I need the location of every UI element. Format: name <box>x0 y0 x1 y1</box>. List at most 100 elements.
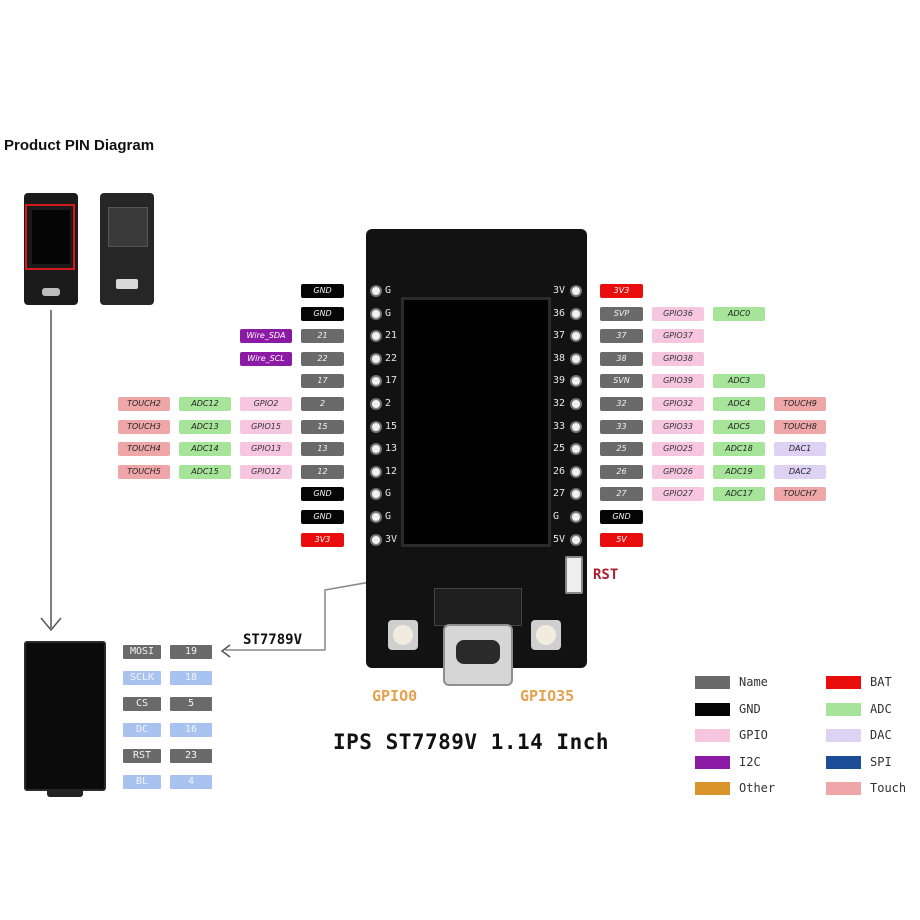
gpio0-button-cap <box>393 625 413 645</box>
legend-swatch-gnd <box>695 702 730 716</box>
thumbnail-screen <box>32 210 70 264</box>
pin-tag-name: 15 <box>301 419 344 434</box>
pin-tag-gpio: GPIO26 <box>652 464 704 479</box>
right-pin-silk: 5V <box>553 533 566 545</box>
pin-tag-name: 27 <box>600 487 643 502</box>
lcd-module-flex-tab <box>47 789 83 797</box>
gpio35-button[interactable] <box>531 620 561 650</box>
lcd-signal-label: SCLK <box>123 671 161 685</box>
usb-c-opening <box>456 640 500 664</box>
pin-tag-name: SVN <box>600 374 643 389</box>
st7789v-label: ST7789V <box>243 632 303 648</box>
right-pin-silk: 38 <box>553 352 566 364</box>
lcd-signal-label: DC <box>123 723 161 737</box>
pin-tag-gpio: GPIO36 <box>652 306 704 321</box>
left-pin-silk: 13 <box>385 443 398 455</box>
pin-tag-touch: TOUCH3 <box>118 419 170 434</box>
lcd-pin-number: 5 <box>170 697 212 711</box>
left-pin-silk: 15 <box>385 420 398 432</box>
pin-tag-gnd: GND <box>301 284 344 298</box>
pin-tag-touch: TOUCH7 <box>774 487 826 502</box>
legend-label-gpio: GPIO <box>739 728 768 742</box>
legend-label-other: Other <box>739 781 776 795</box>
right-pin-hole <box>570 511 582 523</box>
lcd-pin-number: 18 <box>170 671 212 685</box>
left-pin-hole <box>370 307 382 320</box>
legend-label-spi: SPI <box>870 754 892 769</box>
right-pin-hole <box>570 488 582 501</box>
pin-tag-adc: ADC17 <box>713 487 765 502</box>
left-pin-silk: 2 <box>385 398 392 409</box>
legend-swatch-other <box>695 782 730 795</box>
highlight-frame <box>25 204 75 270</box>
lcd-signal-label: BL <box>123 775 161 789</box>
pin-tag-touch: TOUCH5 <box>118 464 170 479</box>
pin-tag-adc: ADC18 <box>713 442 765 457</box>
pin-tag-name: 38 <box>600 351 643 366</box>
board-lcd-screen <box>401 297 551 547</box>
pin-tag-name: 12 <box>301 464 344 479</box>
pin-tag-dac: DAC1 <box>774 442 826 457</box>
board-front-thumbnail <box>24 193 78 305</box>
pin-tag-gpio: GPIO25 <box>652 442 704 457</box>
pin-tag-name: 13 <box>301 442 344 457</box>
gpio0-button[interactable] <box>388 620 418 650</box>
lcd-signal-label: CS <box>123 697 161 711</box>
pin-tag-adc: ADC19 <box>713 464 765 479</box>
left-pin-hole <box>370 352 382 365</box>
pin-tag-adc: ADC5 <box>713 419 765 434</box>
usb-c-housing <box>434 588 522 626</box>
thumbnail-usb-port <box>42 288 60 296</box>
thumbnail-connector <box>116 279 138 289</box>
right-pin-hole <box>570 375 582 388</box>
pin-tag-touch: TOUCH9 <box>774 397 826 411</box>
legend-label-touch: Touch <box>870 781 907 795</box>
left-pin-hole <box>370 420 382 433</box>
legend-swatch-name <box>695 676 730 689</box>
pin-tag-name: 26 <box>600 464 643 479</box>
pin-tag-adc: ADC12 <box>179 397 231 411</box>
pin-tag-gpio: GPIO37 <box>652 329 704 344</box>
gpio0-label: GPIO0 <box>372 687 418 705</box>
pin-tag-gpio: GPIO27 <box>652 487 704 502</box>
left-pin-silk: 3V <box>385 533 398 545</box>
lcd-signal-label: RST <box>123 749 161 763</box>
lcd-pin-number: 16 <box>170 723 212 737</box>
right-pin-hole <box>570 443 582 456</box>
left-pin-hole <box>370 375 382 388</box>
left-pin-hole <box>370 511 382 523</box>
pin-tag-touch: TOUCH4 <box>118 442 170 457</box>
pin-tag-name: SVP <box>600 306 643 321</box>
left-pin-hole <box>370 465 382 478</box>
right-pin-silk: 39 <box>553 375 566 387</box>
right-pin-hole <box>570 285 582 297</box>
rst-label: RST <box>593 567 619 583</box>
right-pin-silk: 26 <box>553 465 566 477</box>
left-pin-silk: G <box>385 511 392 522</box>
pin-tag-name: 2 <box>301 397 344 411</box>
legend-label-gnd: GND <box>739 701 761 716</box>
right-pin-hole <box>570 307 582 320</box>
left-pin-silk: 17 <box>385 375 398 387</box>
right-pin-silk: 25 <box>553 443 566 455</box>
pin-tag-adc: ADC15 <box>179 464 231 479</box>
pin-tag-name: 37 <box>600 329 643 344</box>
lcd-pin-number: 19 <box>170 645 212 659</box>
left-pin-silk: G <box>385 307 392 319</box>
pin-tag-i2c: Wire_SCL <box>240 351 292 366</box>
lcd-pin-number: 23 <box>170 749 212 763</box>
pin-tag-name: 25 <box>600 442 643 457</box>
legend-swatch-gpio <box>695 729 730 742</box>
right-pin-silk: 33 <box>553 420 566 432</box>
rst-button[interactable] <box>565 556 583 594</box>
pin-tag-dac: DAC2 <box>774 464 826 479</box>
right-pin-hole <box>570 352 582 365</box>
pin-tag-gpio: GPIO33 <box>652 419 704 434</box>
left-pin-hole <box>370 488 382 501</box>
legend-label-i2c: I2C <box>739 754 761 769</box>
legend-swatch-spi <box>826 755 861 769</box>
lcd-pin-number: 4 <box>170 775 212 789</box>
pin-tag-name: 17 <box>301 374 344 389</box>
board-title: IPS ST7789V 1.14 Inch <box>333 730 610 754</box>
pin-tag-adc: ADC0 <box>713 306 765 321</box>
